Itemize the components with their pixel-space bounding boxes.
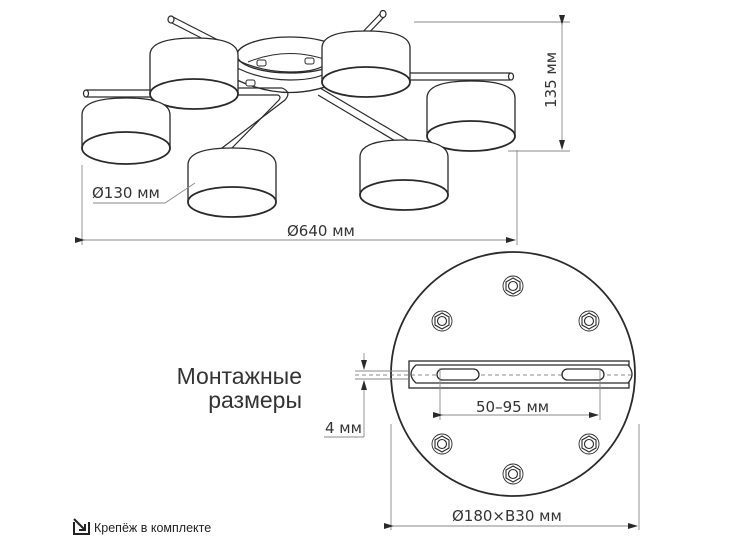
hardware-included-text: Крепёж в комплекте <box>94 521 211 535</box>
mounting-heading-line2: размеры <box>208 387 302 413</box>
nut-icon <box>502 463 524 485</box>
dimension-height: 135 мм <box>414 15 570 152</box>
fixture-view: Ø130 мм Ø640 мм 135 мм <box>75 9 570 245</box>
nut-icon <box>431 433 453 455</box>
shade-left <box>81 97 171 165</box>
height-label: 135 мм <box>542 52 560 108</box>
mounting-nuts <box>431 275 600 485</box>
total-diameter-label: Ø640 мм <box>287 222 355 240</box>
nut-icon <box>431 310 453 332</box>
base-size-label: Ø180×В30 мм <box>452 507 562 525</box>
shade-right <box>426 80 516 152</box>
dimension-slot-spacing: 50–95 мм <box>433 368 601 420</box>
shade-diameter-label: Ø130 мм <box>92 184 160 202</box>
mounting-base-plate <box>390 251 636 497</box>
bracket-thickness-label: 4 мм <box>325 419 362 437</box>
nut-icon <box>578 310 600 332</box>
mounting-heading-line1: Монтажные <box>177 363 302 389</box>
mounting-bracket <box>355 360 635 389</box>
dimension-total-diameter: Ø640 мм <box>75 150 518 245</box>
dimension-shade-diameter: Ø130 мм <box>92 182 196 204</box>
nut-icon <box>502 275 524 297</box>
slot-spacing-label: 50–95 мм <box>476 398 549 416</box>
shade-front-left <box>187 147 277 218</box>
shade-upper-left <box>149 37 239 110</box>
shade-front-right <box>359 139 449 211</box>
bracket-slot-right <box>561 368 605 381</box>
shade-upper-right <box>321 30 411 98</box>
hardware-included-note: Крепёж в комплекте <box>73 518 211 535</box>
dimension-base-size: Ø180×В30 мм <box>384 424 640 530</box>
bracket-slot-left <box>436 368 480 381</box>
mounting-view: Монтажные размеры <box>177 251 640 530</box>
dimension-bracket-thickness: 4 мм <box>324 353 367 438</box>
arrow-in-box-icon <box>73 518 90 535</box>
nut-icon <box>578 433 600 455</box>
